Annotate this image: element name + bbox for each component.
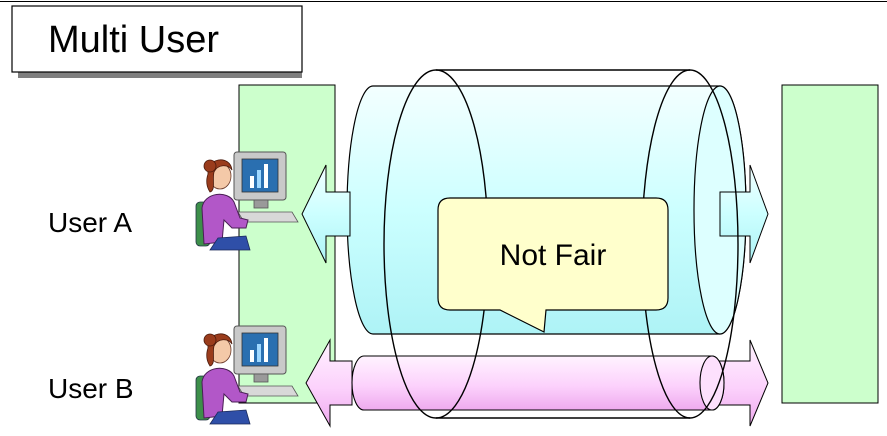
lane-b-right-arrow <box>715 339 769 427</box>
user-a-label: User A <box>48 207 132 238</box>
not-fair-callout <box>437 197 669 333</box>
lane-a-left-arrow <box>301 164 351 264</box>
title-box <box>11 5 303 73</box>
title-text: Multi User <box>48 19 219 61</box>
callout-text: Not Fair <box>500 239 607 272</box>
lane-b-left-arrow <box>305 338 353 428</box>
user-b-label: User B <box>48 373 134 404</box>
right-server-block <box>781 84 879 404</box>
lane-a-right-arrow <box>719 164 769 264</box>
narrow-pipe <box>351 355 725 411</box>
